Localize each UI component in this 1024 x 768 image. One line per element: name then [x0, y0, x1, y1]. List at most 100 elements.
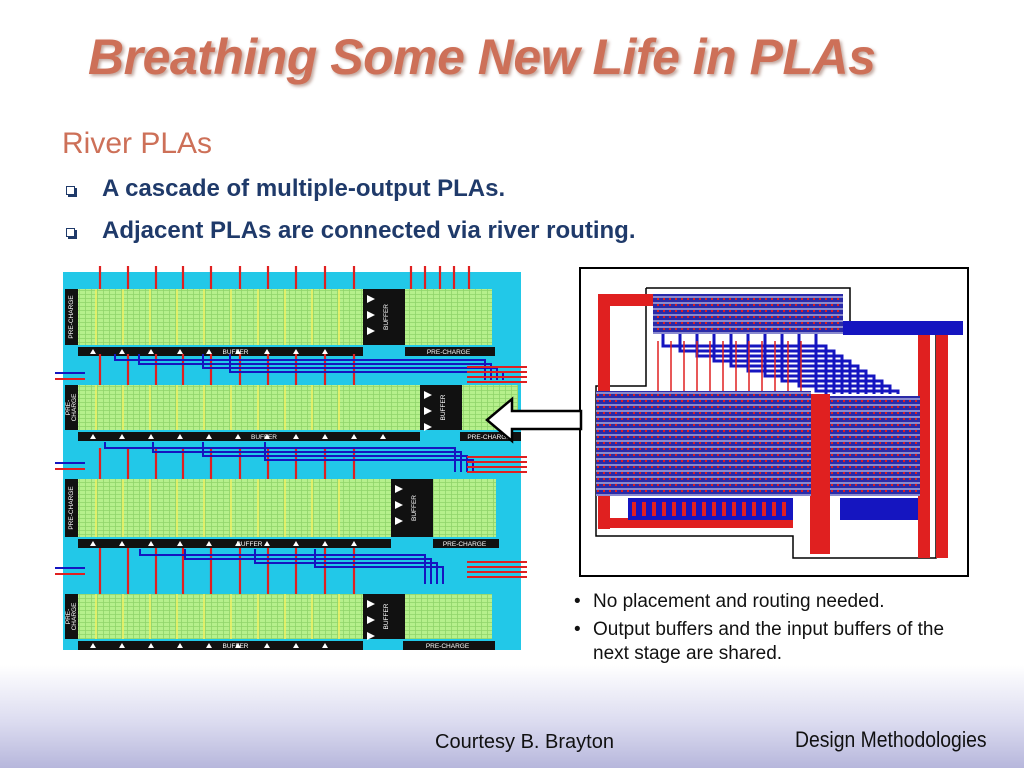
checkbox-bullet-icon	[66, 228, 75, 237]
buffer-arrow-icon	[264, 541, 270, 546]
red-rail	[936, 328, 948, 558]
buffer-triangle-icon	[424, 423, 432, 431]
stage-precharge-label: CHARGE	[71, 393, 78, 421]
buffer-arrow-icon	[380, 434, 386, 439]
layout-outline	[595, 287, 937, 559]
stage-precharge-label: CHARGE	[71, 602, 78, 630]
river-wire-blue	[184, 549, 432, 584]
bullet-item: A cascade of multiple-output PLAs.	[62, 175, 635, 217]
buffer-arrow-icon	[293, 434, 299, 439]
red-rail	[598, 294, 653, 306]
footer-gradient-band	[0, 665, 1024, 768]
buffer-arrow-icon	[148, 541, 154, 546]
buffer-row	[628, 498, 793, 520]
buffer-triangle-icon	[367, 632, 375, 640]
buffer-bar	[78, 641, 363, 650]
or-plane-array	[433, 479, 496, 537]
main-and-plane	[596, 391, 811, 496]
river-routing-wires	[55, 266, 527, 594]
river-wire-blue	[202, 354, 498, 380]
river-wire-blue	[139, 549, 426, 584]
buffer-cell	[772, 502, 776, 516]
buffer-arrow-icon	[148, 434, 154, 439]
buffer-arrow-icon	[322, 541, 328, 546]
stage-precharge-label: PRE-	[65, 609, 72, 625]
pla-layout-detail	[579, 267, 969, 577]
bullet-list: A cascade of multiple-output PLAs. Adjac…	[62, 175, 635, 259]
buffer-cell	[742, 502, 746, 516]
or-plane-array	[405, 289, 492, 345]
precharge-strip	[65, 385, 78, 430]
precharge-label: PRE-CHARGE	[443, 541, 487, 548]
bullet-text: Adjacent PLAs are connected via river ro…	[102, 217, 636, 244]
layout-shapes	[595, 287, 963, 559]
buffer-cell	[642, 502, 646, 516]
buffer-label: BUFFER	[223, 643, 249, 650]
buffer-arrow-icon	[177, 643, 183, 648]
and-plane-array	[78, 385, 420, 430]
buffer-arrow-icon	[351, 541, 357, 546]
buffer-arrow-icon	[293, 541, 299, 546]
buffer-cell	[722, 502, 726, 516]
buffer-arrow-icon	[293, 349, 299, 354]
bullet-item: Adjacent PLAs are connected via river ro…	[62, 217, 635, 259]
buffer-triangle-icon	[367, 295, 375, 303]
note-item: •Output buffers and the input buffers of…	[574, 618, 973, 666]
or-plane-array	[405, 594, 492, 639]
buffer-arrow-icon	[235, 541, 241, 546]
buffer-arrow-icon	[90, 349, 96, 354]
buffer-arrow-icon	[206, 541, 212, 546]
buffer-arrow-icon	[148, 349, 154, 354]
top-and-plane	[653, 294, 843, 334]
buffer-arrow-icon	[351, 434, 357, 439]
buffer-arrow-icon	[177, 349, 183, 354]
buffer-arrow-icon	[206, 643, 212, 648]
buffer-arrow-icon	[235, 434, 241, 439]
river-wire-blue	[114, 354, 486, 380]
buffer-vertical-label: BUFFER	[383, 603, 390, 629]
buffer-cell	[732, 502, 736, 516]
and-plane-array	[78, 479, 391, 537]
precharge-label: PRE-CHARGE	[467, 434, 511, 441]
buffer-cell	[652, 502, 656, 516]
section-subheading: River PLAs	[62, 127, 213, 160]
buffer-arrow-icon	[119, 434, 125, 439]
courtesy-credit: Courtesy B. Brayton	[435, 731, 614, 753]
buffer-arrow-icon	[264, 643, 270, 648]
buffer-arrow-icon	[235, 349, 241, 354]
red-rail	[918, 328, 930, 558]
precharge-bar	[433, 539, 499, 548]
and-plane-array	[78, 289, 363, 345]
buffer-arrow-icon	[322, 434, 328, 439]
buffer-label: BUFFER	[237, 541, 263, 548]
river-wire-blue	[152, 442, 462, 472]
buffer-arrow-icon	[293, 643, 299, 648]
buffer-bar	[78, 432, 420, 441]
buffer-triangle-icon	[367, 311, 375, 319]
buffer-triangle-icon	[395, 485, 403, 493]
buffer-row	[840, 498, 918, 520]
buffer-arrow-icon	[206, 349, 212, 354]
buffer-arrow-icon	[177, 434, 183, 439]
buffer-bar	[78, 347, 363, 356]
buffer-vertical-label: BUFFER	[411, 495, 418, 521]
buffer-arrow-icon	[177, 541, 183, 546]
note-item: •No placement and routing needed.	[574, 590, 973, 614]
buffer-triangle-icon	[367, 600, 375, 608]
buffer-label: BUFFER	[251, 434, 277, 441]
precharge-bar	[460, 432, 521, 441]
stage-precharge-label: PRE-	[65, 400, 72, 416]
buffer-triangle-icon	[395, 501, 403, 509]
buffer-arrow-icon	[264, 434, 270, 439]
precharge-label: PRE-CHARGE	[427, 349, 471, 356]
stage-precharge-label: PRE-CHARGE	[68, 295, 75, 339]
note-text: Output buffers and the input buffers of …	[593, 619, 945, 664]
buffer-arrow-icon	[119, 643, 125, 648]
buffer-arrow-icon	[264, 349, 270, 354]
note-text: No placement and routing needed.	[593, 591, 885, 612]
blue-bus	[843, 321, 963, 335]
